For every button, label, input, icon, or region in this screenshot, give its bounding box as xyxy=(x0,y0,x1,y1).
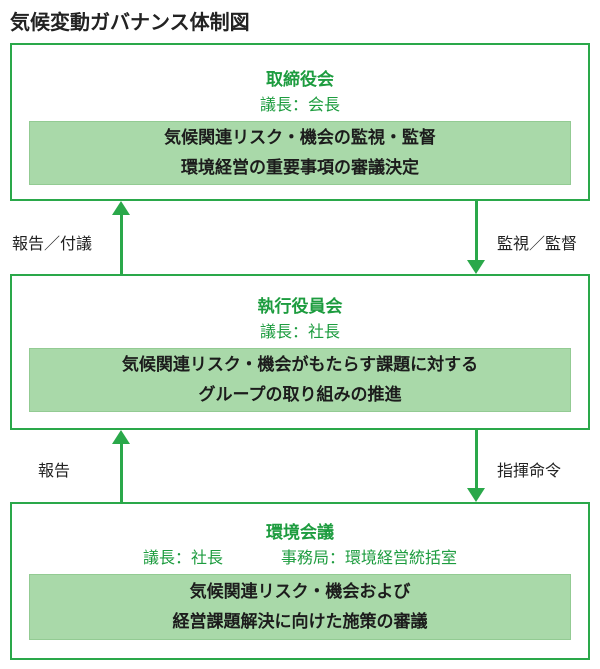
diagram-title: 気候変動ガバナンス体制図 xyxy=(10,10,250,34)
executive-role-line-2: グループの取り組みの推進 xyxy=(198,385,402,405)
env-council-secretariat: 事務局：環境経営統括室 xyxy=(281,548,458,567)
board-box: 取締役会 議長：会長 気候関連リスク・機会の監視・監督 環境経営の重要事項の審議… xyxy=(10,43,590,201)
env-council-role-line-2: 経営課題解決に向けた施策の審議 xyxy=(172,612,428,632)
arrow-exec-to-board-head xyxy=(112,201,130,215)
board-role-line-1: 気候関連リスク・機会の監視・監督 xyxy=(164,128,436,148)
arrow-exec-to-council-head xyxy=(467,488,485,502)
arrow-council-to-exec-line xyxy=(120,443,123,502)
executive-name: 執行役員会 xyxy=(257,297,343,317)
env-council-role-line-1: 気候関連リスク・機会および xyxy=(189,582,411,602)
board-role-line-2: 環境経営の重要事項の審議決定 xyxy=(181,158,419,178)
arrow-council-to-exec-head xyxy=(112,430,130,444)
arrow-board-to-exec-line xyxy=(475,201,478,261)
env-council-sub: 議長：社長 事務局：環境経営統括室 xyxy=(12,544,588,568)
executive-role-panel: 気候関連リスク・機会がもたらす課題に対する グループの取り組みの推進 xyxy=(29,348,571,412)
label-monitor-supervise: 監視／監督 xyxy=(497,234,578,253)
board-role-panel: 気候関連リスク・機会の監視・監督 環境経営の重要事項の審議決定 xyxy=(29,121,571,185)
env-council-role-panel: 気候関連リスク・機会および 経営課題解決に向けた施策の審議 xyxy=(29,574,571,640)
executive-role-line-1: 気候関連リスク・機会がもたらす課題に対する xyxy=(121,355,479,375)
arrow-board-to-exec-head xyxy=(467,260,485,274)
label-command: 指揮命令 xyxy=(497,461,562,480)
arrow-exec-to-board-line xyxy=(120,214,123,274)
executive-chair: 議長：社長 xyxy=(259,322,340,341)
board-name: 取締役会 xyxy=(266,70,334,90)
env-council-name: 環境会議 xyxy=(266,523,334,543)
label-report: 報告 xyxy=(38,461,71,480)
executive-box: 執行役員会 議長：社長 気候関連リスク・機会がもたらす課題に対する グループの取… xyxy=(10,274,590,430)
board-chair: 議長：会長 xyxy=(259,95,340,114)
arrow-exec-to-council-line xyxy=(475,430,478,489)
env-council-box: 環境会議 議長：社長 事務局：環境経営統括室 気候関連リスク・機会および 経営課… xyxy=(10,502,590,660)
label-report-propose: 報告／付議 xyxy=(12,234,93,253)
env-council-chair: 議長：社長 xyxy=(142,548,223,567)
